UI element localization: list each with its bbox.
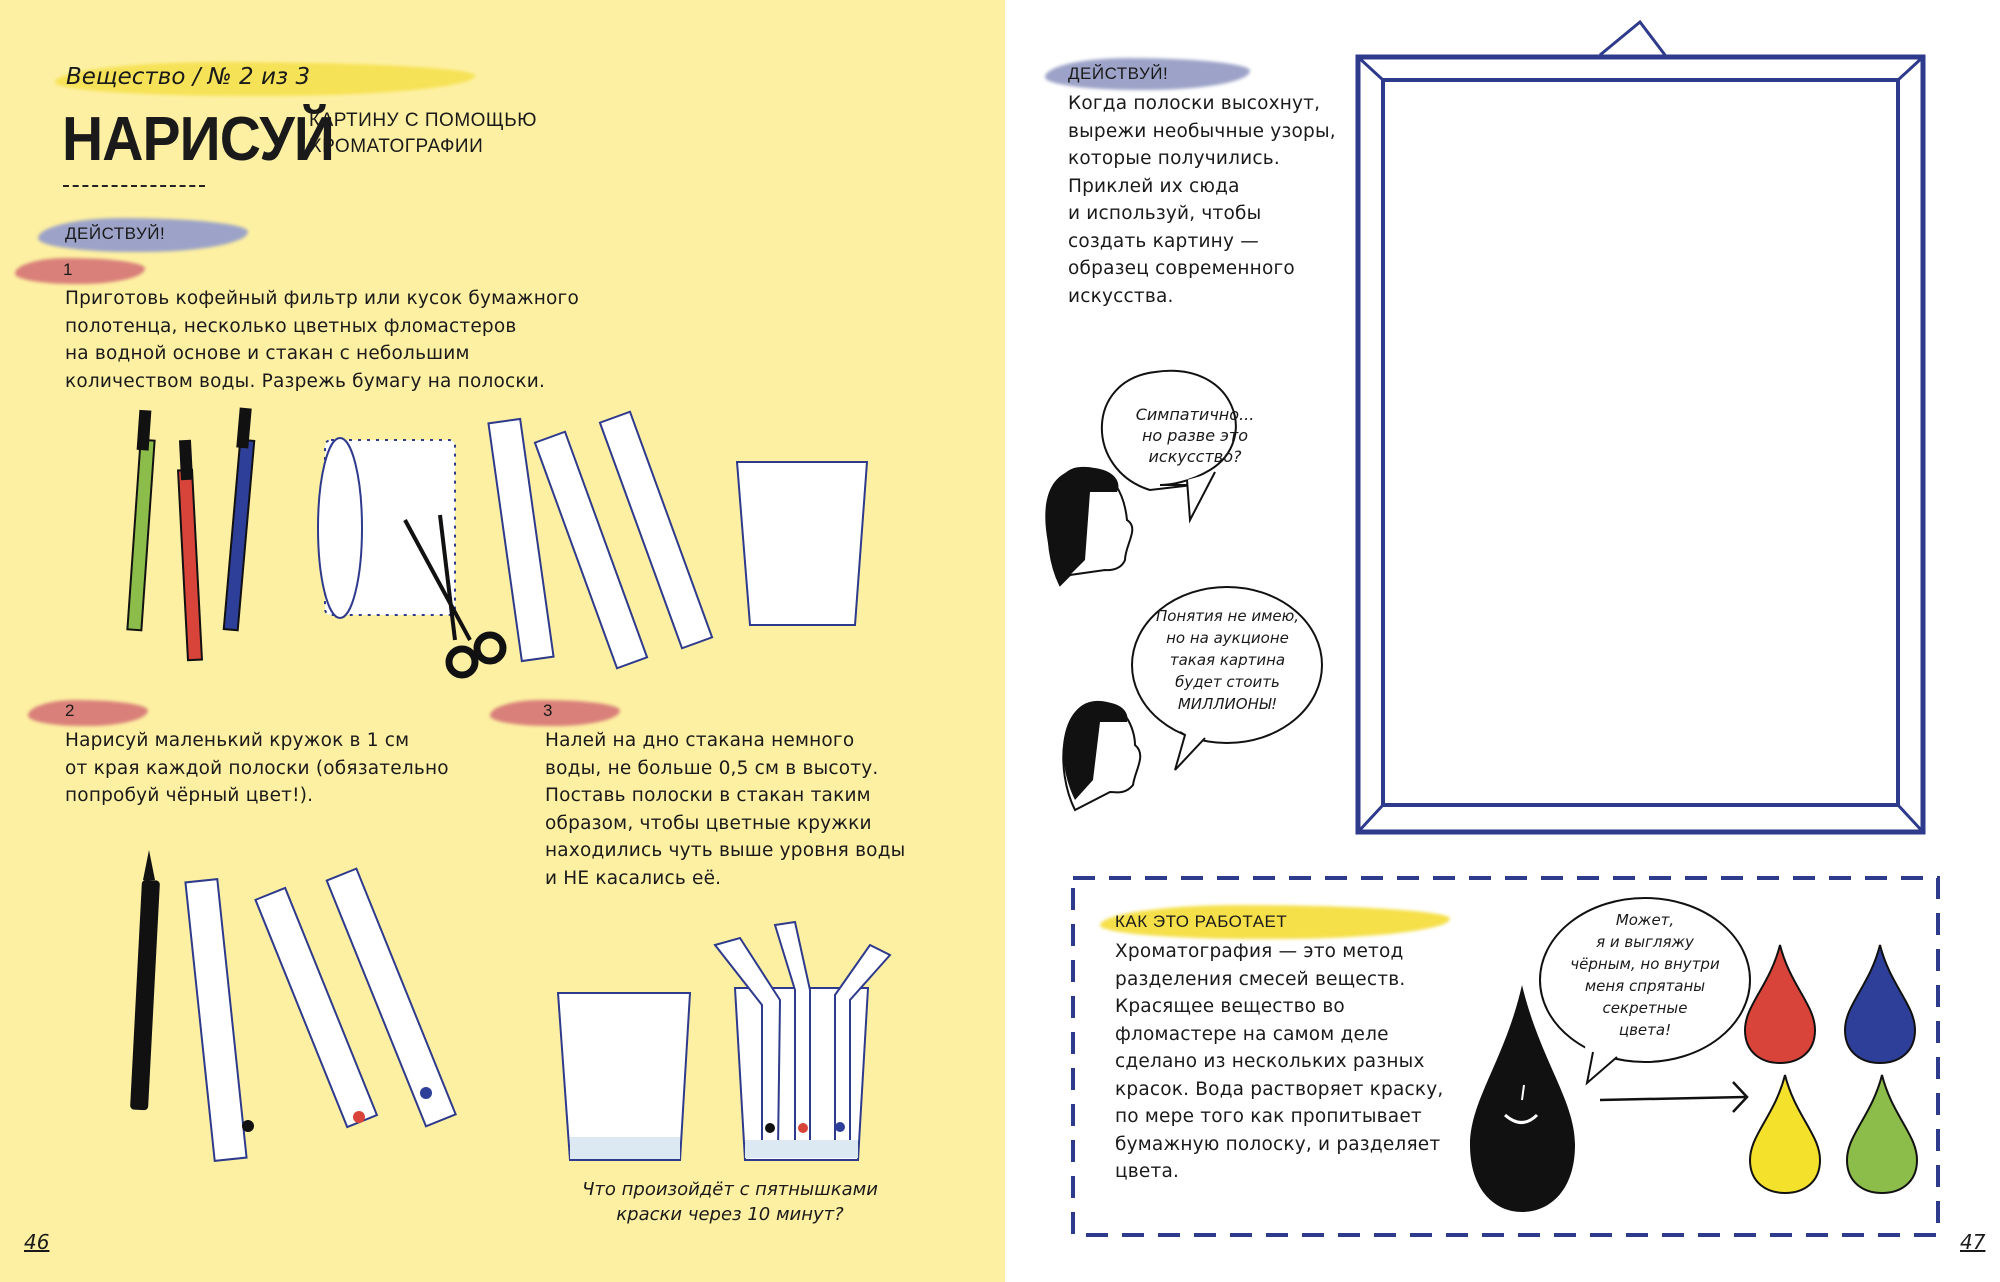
scissors-icon: [403, 514, 507, 679]
red-dot: [353, 1111, 365, 1123]
yellow-brush-stroke: [55, 62, 475, 96]
marked-strips-icon: [184, 867, 457, 1163]
red-drop-icon: [1743, 944, 1817, 1065]
marker-blue-icon: [222, 407, 256, 632]
step-1-illustration: [126, 407, 892, 1163]
act-label-right: ДЕЙСТВУЙ!: [1068, 64, 1169, 83]
act-label: ДЕЙСТВУЙ!: [65, 224, 166, 243]
glass-icon: [735, 461, 869, 626]
marker-green-icon: [126, 409, 156, 632]
page-number-left: 46: [24, 1230, 50, 1254]
how-it-works-label: КАК ЭТО РАБОТАЕТ: [1115, 912, 1288, 931]
blue-dot: [420, 1087, 432, 1099]
page-number-right: 47: [1960, 1230, 1986, 1254]
left-page: Вещество / № 2 из 3 НАРИСУЙ КАРТИНУ С ПО…: [0, 0, 1005, 1282]
series-label: Вещество / № 2 из 3: [66, 64, 311, 90]
speech-bubble-1: [1100, 369, 1237, 524]
yellow-brush-stroke: [1100, 905, 1450, 939]
right-page: ДЕЙСТВУЙ! Когда полоски высохнут,вырежи …: [1005, 0, 2000, 1282]
subtitle-line2: ХРОМАТОГРАФИИ: [309, 136, 484, 157]
blue-brush-stroke: [38, 218, 248, 252]
right-illustrations: [1045, 19, 1940, 1237]
page-title: НАРИСУЙ: [62, 105, 335, 174]
black-pen-icon: [130, 850, 160, 1111]
arrow-right-icon: [1599, 1081, 1749, 1113]
marker-red-icon: [176, 439, 204, 662]
paper-towel-roll-icon: [317, 437, 456, 619]
red-brush-stroke: [15, 258, 145, 284]
speech-bubble-3: [1539, 897, 1751, 1086]
glass-with-strips-icon: [713, 920, 892, 1161]
step-number-1: 1: [63, 260, 73, 279]
picture-frame: [1355, 19, 1926, 835]
step-number-2: 2: [65, 701, 75, 720]
black-drop-icon: [1470, 985, 1575, 1212]
red-brush-stroke: [28, 700, 148, 726]
how-it-works-dashed-box: [1071, 876, 1940, 1237]
paper-strips-icon: [487, 410, 714, 670]
step-1-text: Приготовь кофейный фильтр или кусок бума…: [65, 288, 579, 392]
person-head-icon-1: [1045, 466, 1134, 587]
blue-drop-icon: [1843, 944, 1917, 1065]
speech-bubble-2: [1131, 586, 1323, 771]
blue-brush-stroke: [1045, 58, 1250, 90]
title-divider: [63, 185, 205, 187]
step-number-3: 3: [543, 701, 553, 720]
yellow-drop-icon: [1748, 1074, 1822, 1195]
person-head-icon-2: [1062, 700, 1142, 812]
red-brush-stroke: [490, 700, 620, 726]
glass-with-water-icon: [556, 992, 692, 1161]
green-drop-icon: [1845, 1074, 1919, 1195]
act-text: Когда полоски высохнут,вырежи необычные …: [1068, 93, 1336, 307]
subtitle-line1: КАРТИНУ С ПОМОЩЬЮ: [309, 110, 537, 131]
black-dot: [242, 1120, 254, 1132]
